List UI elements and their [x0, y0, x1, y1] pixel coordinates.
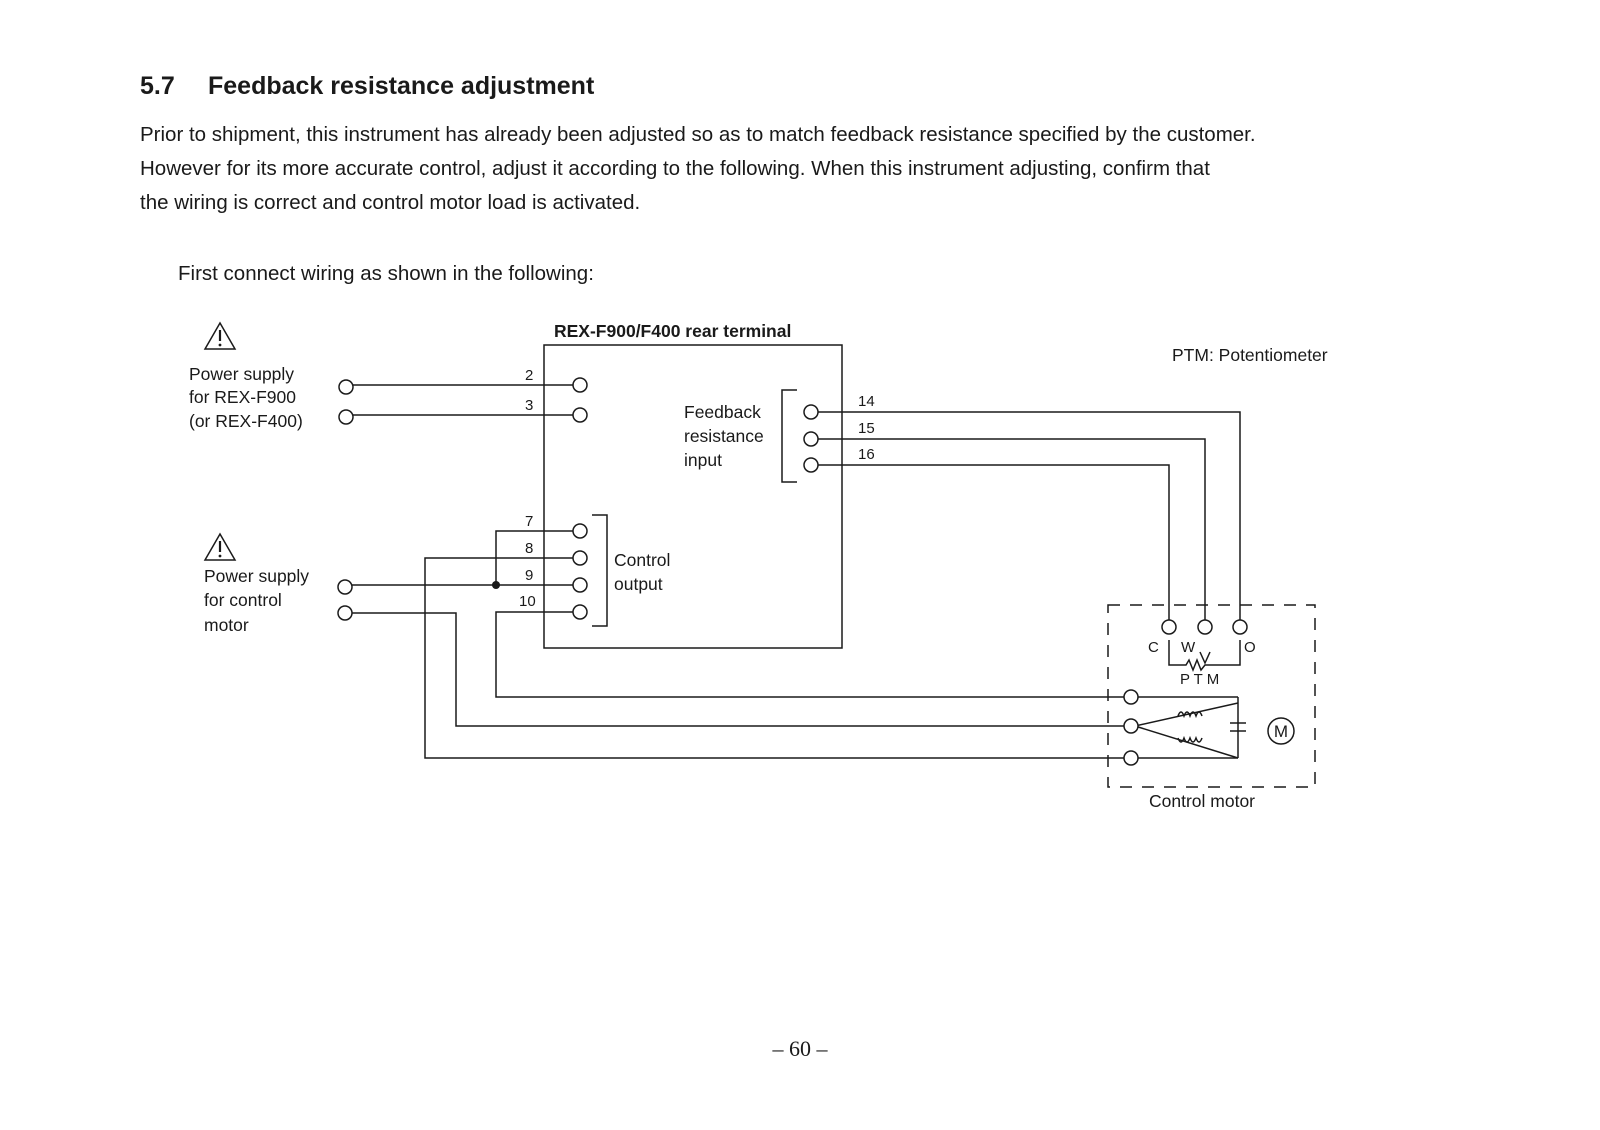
motor-symbol-label: M — [1274, 722, 1288, 741]
motor-power-terminal-2 — [337, 605, 353, 621]
rear-terminal-7 — [572, 523, 588, 539]
terminal-number-10: 10 — [519, 593, 536, 610]
motor-symbol-circle — [1267, 717, 1295, 745]
terminal-title: REX-F900/F400 rear terminal — [554, 321, 791, 341]
control-output-label-line: Control — [614, 550, 670, 570]
power-supply-motor-line: for control — [204, 590, 282, 610]
wire-motor-power-2 — [352, 612, 1125, 727]
terminal-number-7: 7 — [525, 513, 533, 530]
wire-terminal-8-motor — [424, 557, 1125, 759]
terminal-number-2: 2 — [525, 367, 533, 384]
wire-motor-red — [495, 611, 1125, 698]
control-motor-label: Control motor — [1149, 791, 1255, 811]
motor-winding-top — [1134, 702, 1239, 727]
motor-coil-top — [1177, 711, 1203, 719]
rear-terminal-9 — [572, 577, 588, 593]
rear-terminal-14 — [803, 404, 819, 420]
paragraph-line: However for its more accurate control, a… — [140, 157, 1210, 180]
ptm-resistor — [1168, 640, 1241, 673]
feedback-label-line: input — [684, 450, 722, 470]
motor-terminal-2 — [1123, 718, 1139, 734]
terminal-number-16: 16 — [858, 446, 875, 463]
wire-terminal-7-8 — [495, 530, 577, 585]
control-output-label-line: output — [614, 574, 663, 594]
body-paragraph: Prior to shipment, this instrument has a… — [140, 118, 1460, 220]
ptm-terminal-o — [1232, 619, 1248, 635]
rear-terminal-16 — [803, 457, 819, 473]
warning-icon — [203, 532, 237, 561]
ptm-wiper-arrow — [1199, 651, 1211, 665]
rear-terminal-box — [543, 344, 843, 649]
ptm-terminal-c-label: C — [1148, 639, 1159, 656]
wire-terminal-16 — [818, 464, 1170, 627]
ptm-legend: PTM: Potentiometer — [1172, 345, 1328, 365]
terminal-number-3: 3 — [525, 397, 533, 414]
ptm-terminal-o-label: O — [1244, 639, 1256, 656]
terminal-number-8: 8 — [525, 540, 533, 557]
rear-terminal-10 — [572, 604, 588, 620]
power-terminal-2 — [338, 409, 354, 425]
feedback-label-line: Feedback — [684, 402, 761, 422]
section-number: 5.7 — [140, 72, 175, 100]
warning-icon-dot — [218, 554, 222, 558]
control-motor-box — [1107, 604, 1316, 788]
ptm-terminal-w-label: W — [1181, 639, 1196, 656]
terminal-number-14: 14 — [858, 393, 875, 410]
rear-terminal-8 — [572, 550, 588, 566]
rear-terminal-2 — [572, 377, 588, 393]
warning-icon — [203, 321, 237, 350]
warning-icon-dot — [218, 343, 222, 347]
section-heading: 5.7 Feedback resistance adjustment — [140, 72, 594, 101]
feedback-bracket — [781, 389, 797, 483]
rear-terminal-3 — [572, 407, 588, 423]
power-supply-motor-line: motor — [204, 615, 249, 635]
wire-terminal-15 — [818, 438, 1206, 627]
motor-power-terminal-1 — [337, 579, 353, 595]
terminal-number-15: 15 — [858, 420, 875, 437]
terminal-number-9: 9 — [525, 567, 533, 584]
paragraph-line: the wiring is correct and control motor … — [140, 191, 641, 214]
section-title: Feedback resistance adjustment — [208, 72, 595, 100]
page-number: – 60 – — [772, 1036, 828, 1061]
motor-terminal-1 — [1123, 689, 1139, 705]
control-output-bracket — [592, 514, 608, 627]
power-terminal-1 — [338, 379, 354, 395]
motor-coil-bottom — [1177, 735, 1203, 743]
motor-terminal-3 — [1123, 750, 1139, 766]
wire-junction-dot — [492, 581, 500, 589]
ptm-terminal-w — [1197, 619, 1213, 635]
feedback-label-line: resistance — [684, 426, 764, 446]
power-supply-instrument-line: (or REX-F400) — [189, 411, 303, 431]
ptm-label: P T M — [1180, 671, 1219, 688]
power-supply-motor-line: Power supply — [204, 566, 309, 586]
wire-terminal-14 — [818, 411, 1241, 627]
power-supply-instrument-line: Power supply — [189, 364, 294, 384]
rear-terminal-15 — [803, 431, 819, 447]
intro-text: First connect wiring as shown in the fol… — [178, 262, 594, 285]
paragraph-line: Prior to shipment, this instrument has a… — [140, 123, 1256, 146]
power-supply-instrument-line: for REX-F900 — [189, 387, 296, 407]
ptm-terminal-c — [1161, 619, 1177, 635]
